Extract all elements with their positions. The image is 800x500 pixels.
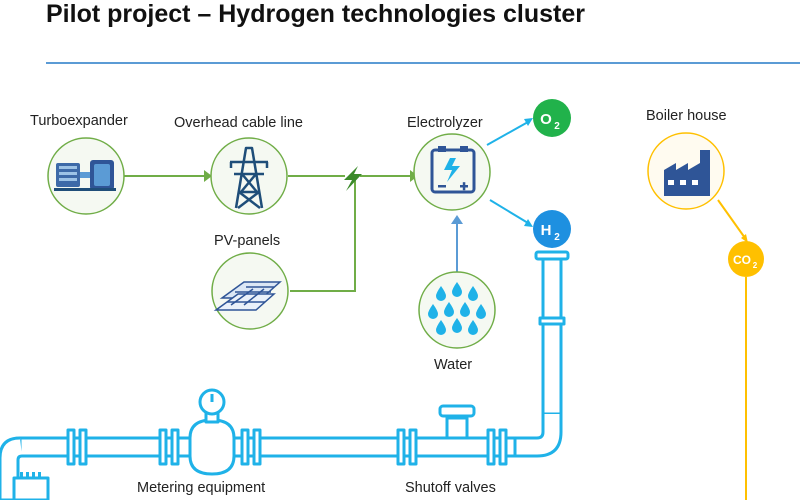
o2-bubble: O 2 — [533, 99, 571, 137]
pv-node — [211, 252, 289, 330]
o2-arrow-line — [486, 121, 529, 146]
title-divider — [46, 62, 800, 64]
h2-text: H — [541, 222, 552, 239]
lightning-icon — [344, 166, 362, 191]
flange-3 — [240, 428, 250, 466]
water-node — [418, 271, 496, 349]
h2-arrow-line — [489, 199, 529, 224]
co2-subscript: 2 — [753, 261, 758, 270]
cable-arrowhead — [204, 170, 212, 182]
electrolyzer-node — [413, 133, 491, 211]
slide-title: Pilot project – Hydrogen technologies cl… — [46, 0, 585, 28]
pipe-end-box — [12, 476, 50, 500]
turboexpander-node — [47, 137, 125, 215]
turboexpander-label: Turboexpander — [30, 113, 128, 129]
riser-pipe — [541, 257, 563, 416]
solar-panel-icon — [213, 281, 282, 311]
pipe-elbow — [513, 414, 563, 458]
flange-2 — [158, 428, 168, 466]
co2-arrowhead — [741, 234, 748, 243]
cable-node — [210, 137, 288, 215]
droplets-icon — [428, 282, 486, 335]
valves-label: Shutoff valves — [405, 480, 496, 496]
valve-stem — [445, 416, 469, 440]
boiler-node — [647, 132, 725, 210]
valve-handwheel — [438, 404, 476, 418]
water-label: Water — [434, 357, 473, 373]
flange-5 — [486, 428, 496, 466]
boiler-to-co2-line — [717, 199, 746, 239]
flange-4 — [396, 428, 406, 466]
o2-arrowhead — [524, 118, 533, 126]
h2-bubble: H 2 — [533, 210, 571, 248]
co2-bubble: CO 2 — [728, 241, 764, 277]
power-connectors — [124, 175, 410, 292]
boiler-label: Boiler house — [646, 108, 727, 124]
power-tower-icon — [229, 146, 269, 209]
o2-text: O — [540, 111, 552, 128]
turbine-icon — [54, 160, 116, 191]
riser-flange — [538, 316, 566, 326]
main-pipe — [18, 436, 517, 458]
flange-1 — [66, 428, 76, 466]
meter-body — [188, 418, 236, 476]
water-arrowhead — [451, 215, 463, 224]
metering-label: Metering equipment — [137, 480, 266, 496]
co2-text: CO — [733, 253, 751, 267]
h2-subscript: 2 — [554, 232, 560, 243]
cable-label: Overhead cable line — [174, 115, 303, 131]
h2-arrowhead — [524, 219, 533, 227]
hydrogen-pipeline — [0, 250, 570, 500]
battery-icon — [430, 146, 476, 194]
pv-to-junction-line — [290, 176, 356, 292]
o2-subscript: 2 — [554, 121, 560, 132]
factory-icon — [664, 150, 710, 196]
pv-label: PV-panels — [214, 233, 281, 249]
electrolyzer-label: Electrolyzer — [407, 115, 483, 131]
